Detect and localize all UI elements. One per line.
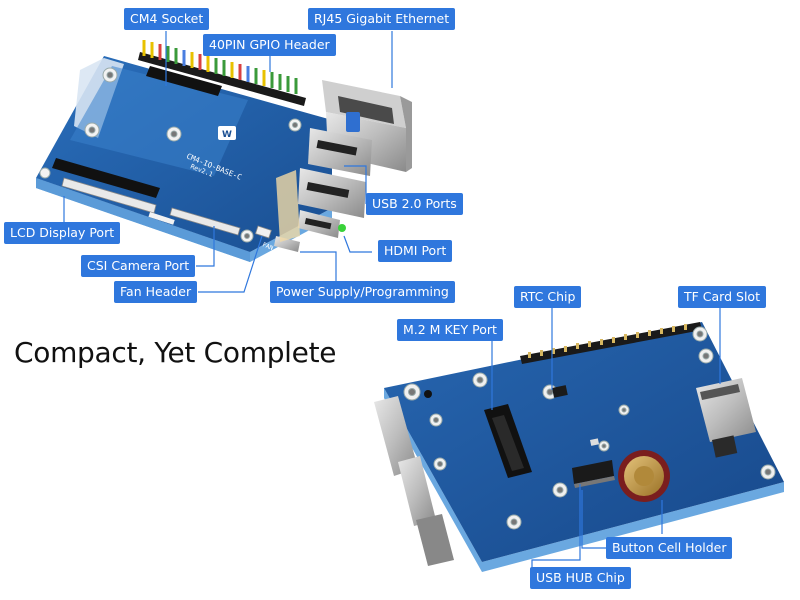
label-cm4-socket: CM4 Socket <box>124 8 210 30</box>
label-lcd: LCD Display Port <box>4 222 121 244</box>
label-rtc: RTC Chip <box>514 286 582 308</box>
label-power: Power Supply/Programming <box>270 281 455 303</box>
label-tf: TF Card Slot <box>678 286 766 308</box>
label-usb2: USB 2.0 Ports <box>366 193 463 215</box>
label-hdmi: HDMI Port <box>378 240 453 262</box>
usb-silk-text: USB <box>305 257 318 268</box>
hdmi-port <box>298 210 346 238</box>
usb-ports <box>298 112 372 218</box>
svg-text:W: W <box>222 130 232 140</box>
label-fan: Fan Header <box>114 281 198 303</box>
tf-card-slot <box>696 378 756 442</box>
fan-silk-text: FAN <box>261 241 274 252</box>
bottom-board <box>374 322 784 572</box>
label-m2: M.2 M KEY Port <box>397 319 503 341</box>
button-cell-holder <box>618 450 670 502</box>
headline: Compact, Yet Complete <box>14 336 337 369</box>
label-csi: CSI Camera Port <box>81 255 196 277</box>
label-hub: USB HUB Chip <box>530 567 631 589</box>
top-board: W CM4-IO-BASE-C Rev2.1 FAN USB <box>36 40 412 268</box>
m2-slot <box>484 404 532 478</box>
usb-hub-chip <box>572 460 615 488</box>
label-gpio: 40PIN GPIO Header <box>203 34 336 56</box>
leader-lines <box>63 31 721 578</box>
label-rj45: RJ45 Gigabit Ethernet <box>308 8 456 30</box>
label-cell: Button Cell Holder <box>606 537 733 559</box>
gpio-header <box>138 40 306 106</box>
